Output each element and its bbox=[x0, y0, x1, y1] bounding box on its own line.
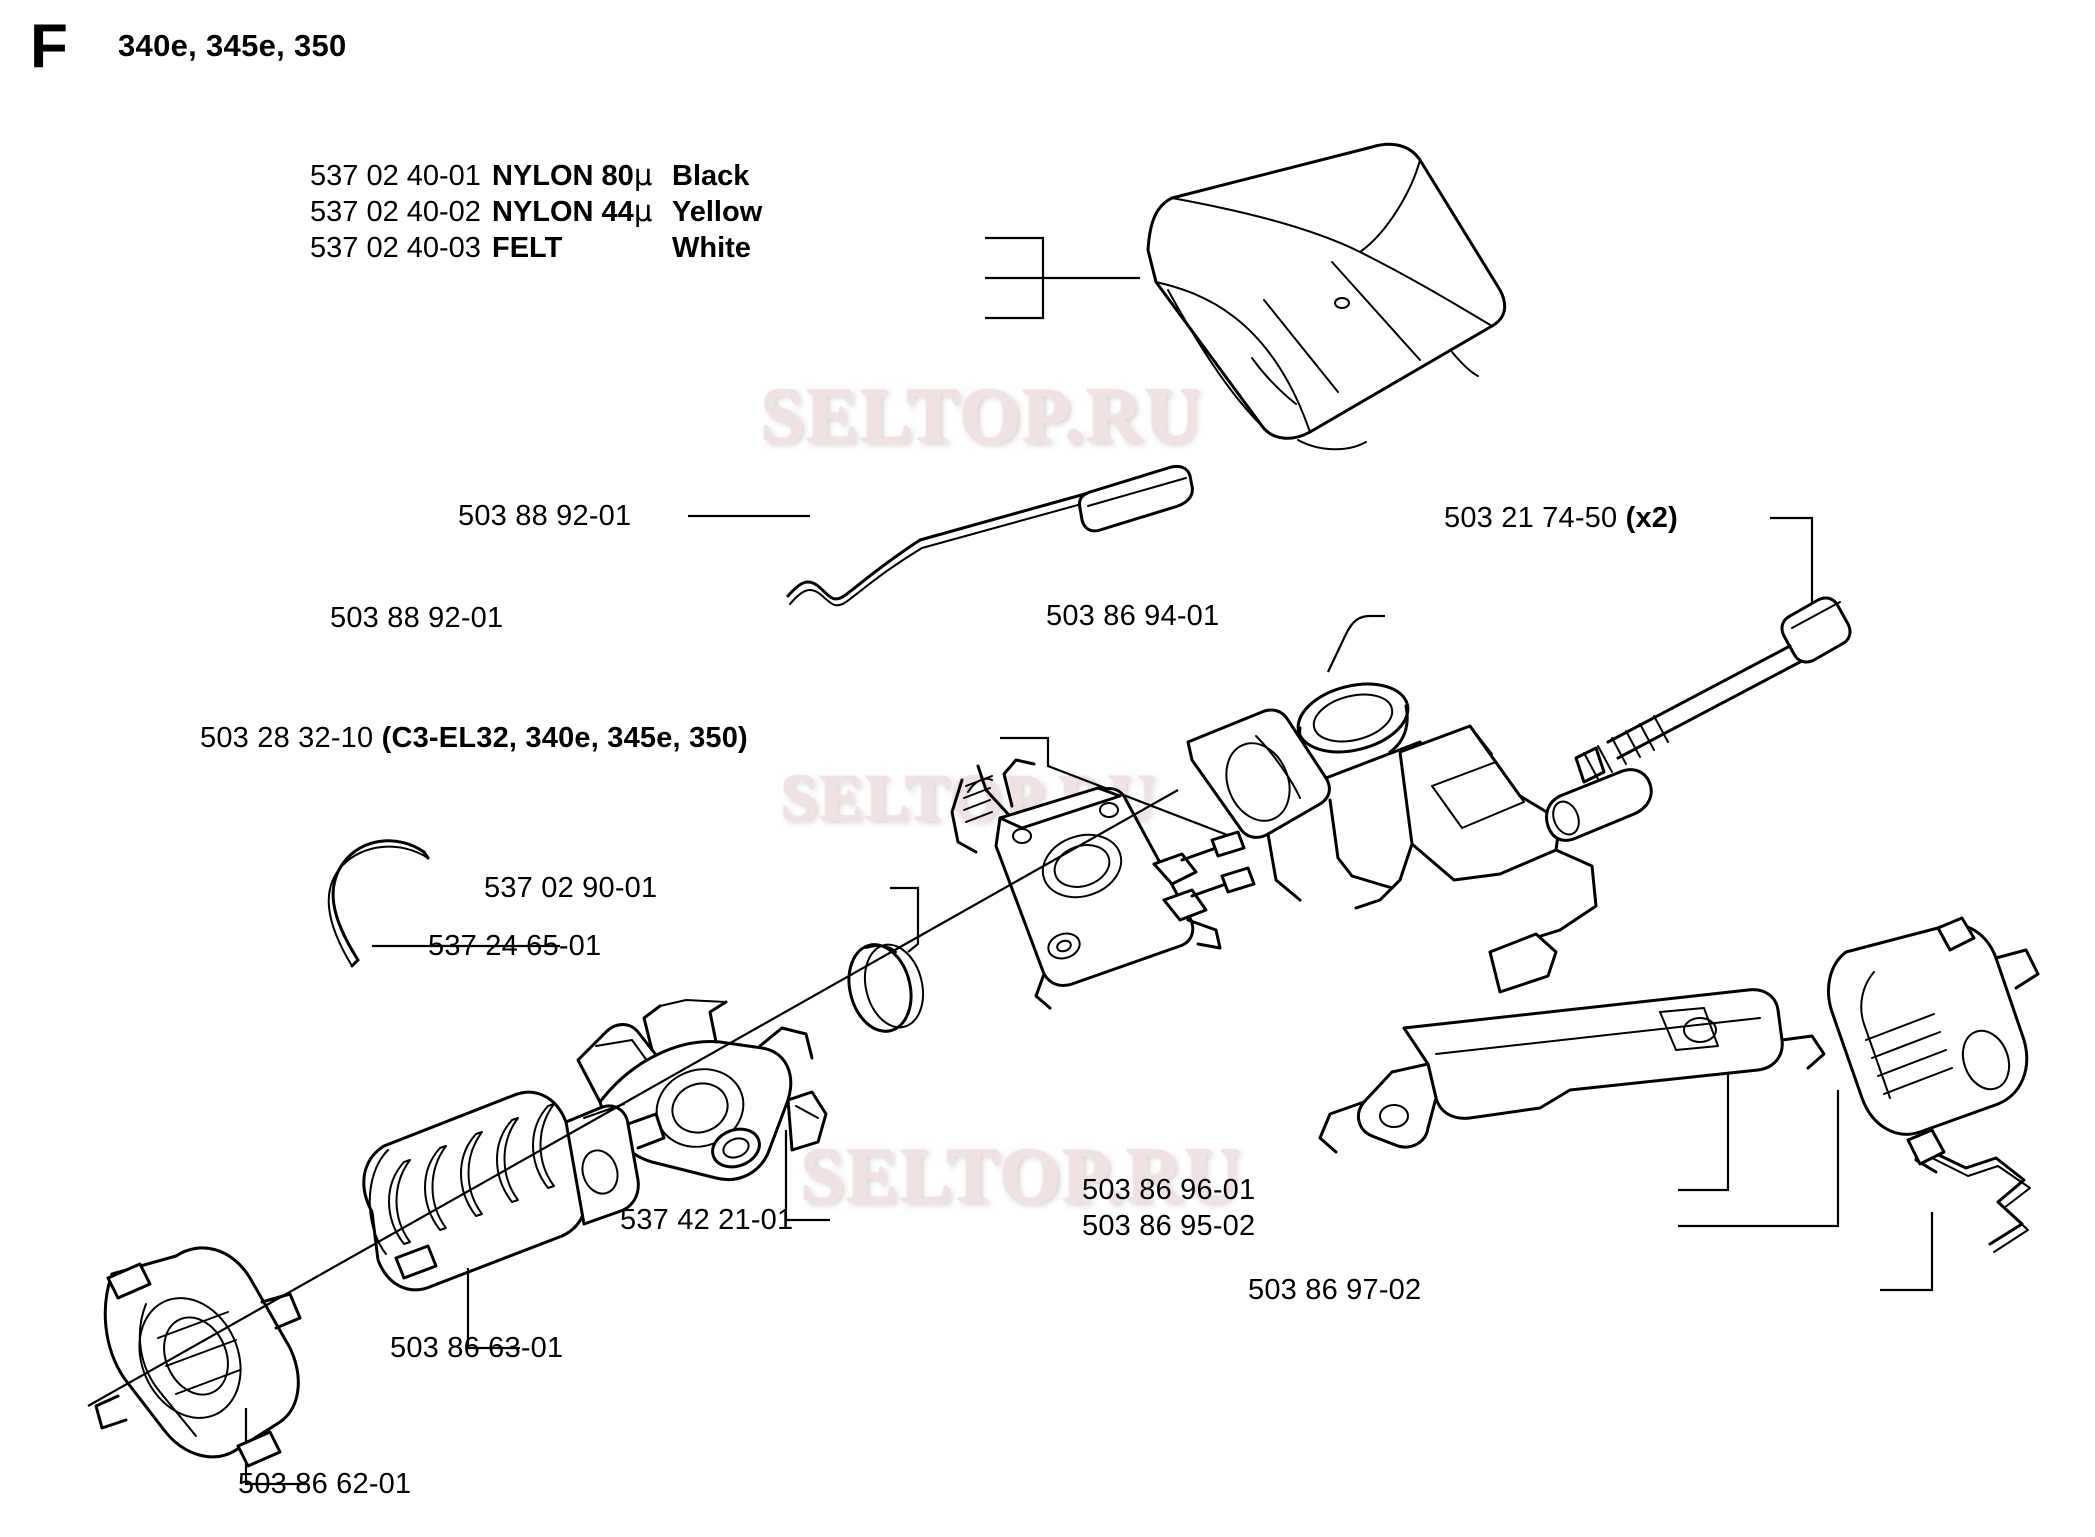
leader-intake-flange bbox=[1327, 614, 1385, 673]
filter-color: White bbox=[672, 232, 751, 264]
filter-options-block: 537 02 40-01 NYLON 80μ Black 537 02 40-0… bbox=[310, 158, 762, 266]
callout-intake-flange: 503 86 94-01 bbox=[1046, 600, 1220, 632]
callout-throttle-rod-top: 503 88 92-01 bbox=[458, 500, 632, 532]
gasket-ring-part bbox=[847, 943, 925, 1033]
throttle-rod-part bbox=[786, 464, 1194, 607]
leader-spring-rod bbox=[1880, 1212, 1934, 1292]
leader-screws bbox=[1770, 516, 1814, 620]
callout-carburetor: 503 28 32-10 (C3-EL32, 340e, 345e, 350) bbox=[200, 722, 748, 754]
callout-linkage-bar: 503 86 96-01 bbox=[1082, 1174, 1256, 1206]
callout-gasket: 537 02 90-01 bbox=[484, 872, 658, 904]
leader-choke-lever bbox=[784, 1130, 830, 1222]
callout-spring-rod: 503 86 97-02 bbox=[1248, 1274, 1422, 1306]
assembly-centerline bbox=[87, 789, 1179, 1407]
air-filter-cover-part bbox=[1146, 142, 1507, 451]
screw-part bbox=[1574, 596, 1852, 784]
intake-flange-part bbox=[1186, 682, 1653, 994]
carburetor-part bbox=[950, 758, 1256, 1010]
leader-intake-manifold bbox=[244, 1408, 308, 1486]
leader-filter-brace bbox=[985, 236, 1140, 320]
bellows-part bbox=[362, 1090, 666, 1292]
leader-throttle-plate bbox=[1678, 1090, 1840, 1228]
filter-option-row: 537 02 40-03 FELT White bbox=[310, 230, 762, 266]
callout-screws: 503 21 74-50 (x2) bbox=[1444, 502, 1678, 534]
filter-material: FELT bbox=[492, 232, 563, 264]
filter-material: NYLON 80μ bbox=[492, 158, 653, 192]
callout-clip: 537 24 65-01 bbox=[428, 930, 602, 962]
leader-carburetor bbox=[1000, 736, 1231, 838]
callout-throttle-rod-bottom: 503 88 92-01 bbox=[330, 602, 504, 634]
page-section-letter: F bbox=[30, 12, 68, 81]
filter-part-number: 537 02 40-02 bbox=[310, 196, 481, 228]
leader-gasket bbox=[890, 886, 920, 953]
callout-throttle-plate: 503 86 95-02 bbox=[1082, 1210, 1256, 1242]
callout-bellows: 503 86 63-01 bbox=[390, 1332, 564, 1364]
leader-linkage-bar bbox=[1678, 1036, 1730, 1192]
callout-screws-quantity: (x2) bbox=[1625, 502, 1678, 534]
filter-color: Black bbox=[672, 160, 750, 192]
callout-carburetor-spec: (C3-EL32, 340e, 345e, 350) bbox=[381, 722, 748, 754]
leader-bellows bbox=[466, 1268, 520, 1350]
filter-material: NYLON 44μ bbox=[492, 194, 653, 228]
retaining-clip-part bbox=[327, 839, 430, 968]
filter-part-number: 537 02 40-01 bbox=[310, 160, 481, 192]
filter-option-row: 537 02 40-02 NYLON 44μ Yellow bbox=[310, 194, 762, 230]
filter-part-number: 537 02 40-03 bbox=[310, 232, 481, 264]
filter-color: Yellow bbox=[672, 196, 763, 228]
page-model-list: 340e, 345e, 350 bbox=[118, 28, 347, 63]
linkage-bar-part bbox=[1318, 988, 1826, 1154]
callout-intake-manifold: 503 86 62-01 bbox=[238, 1468, 412, 1500]
filter-option-row: 537 02 40-01 NYLON 80μ Black bbox=[310, 158, 762, 194]
callout-choke-lever: 537 42 21-01 bbox=[620, 1204, 794, 1236]
intake-manifold-part bbox=[94, 1246, 302, 1468]
spring-rod-part bbox=[1906, 1128, 2031, 1253]
